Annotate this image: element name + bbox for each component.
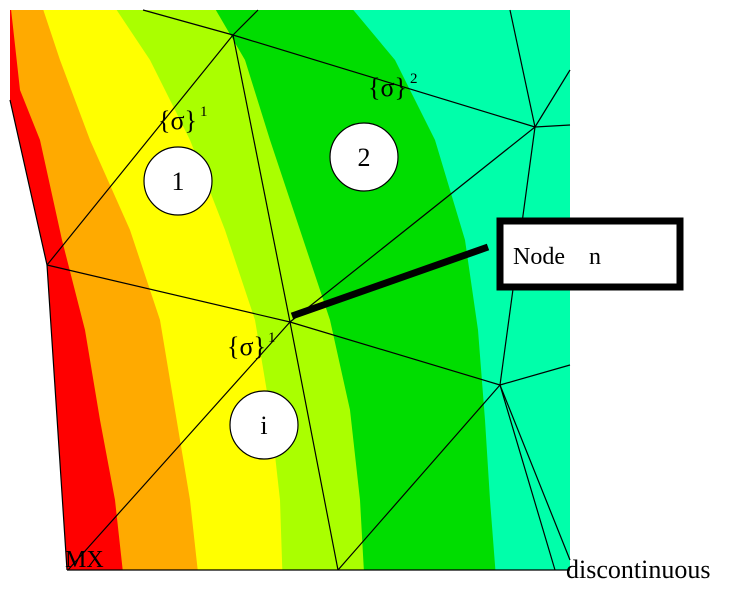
element-i-marker: i [229, 390, 299, 460]
caption-text: discontinuous [566, 555, 711, 584]
node-n-callout: Node n [496, 217, 684, 291]
element-2-marker: 2 [329, 122, 399, 192]
sigma-element-2-label: {σ}2 [368, 71, 417, 102]
node-leader-line [290, 243, 490, 320]
sigma-node-label: {σ}1 [227, 330, 275, 361]
element-i-label: i [260, 411, 267, 440]
max-marker-label: MX [65, 547, 104, 573]
sigma-element-1-label: {σ}1 [158, 104, 207, 135]
element-1-label: 1 [172, 167, 185, 196]
node-n-label: Node n [513, 244, 601, 270]
element-2-label: 2 [358, 143, 371, 172]
element-1-marker: 1 [143, 146, 213, 216]
mesh-lines [9, 9, 571, 571]
